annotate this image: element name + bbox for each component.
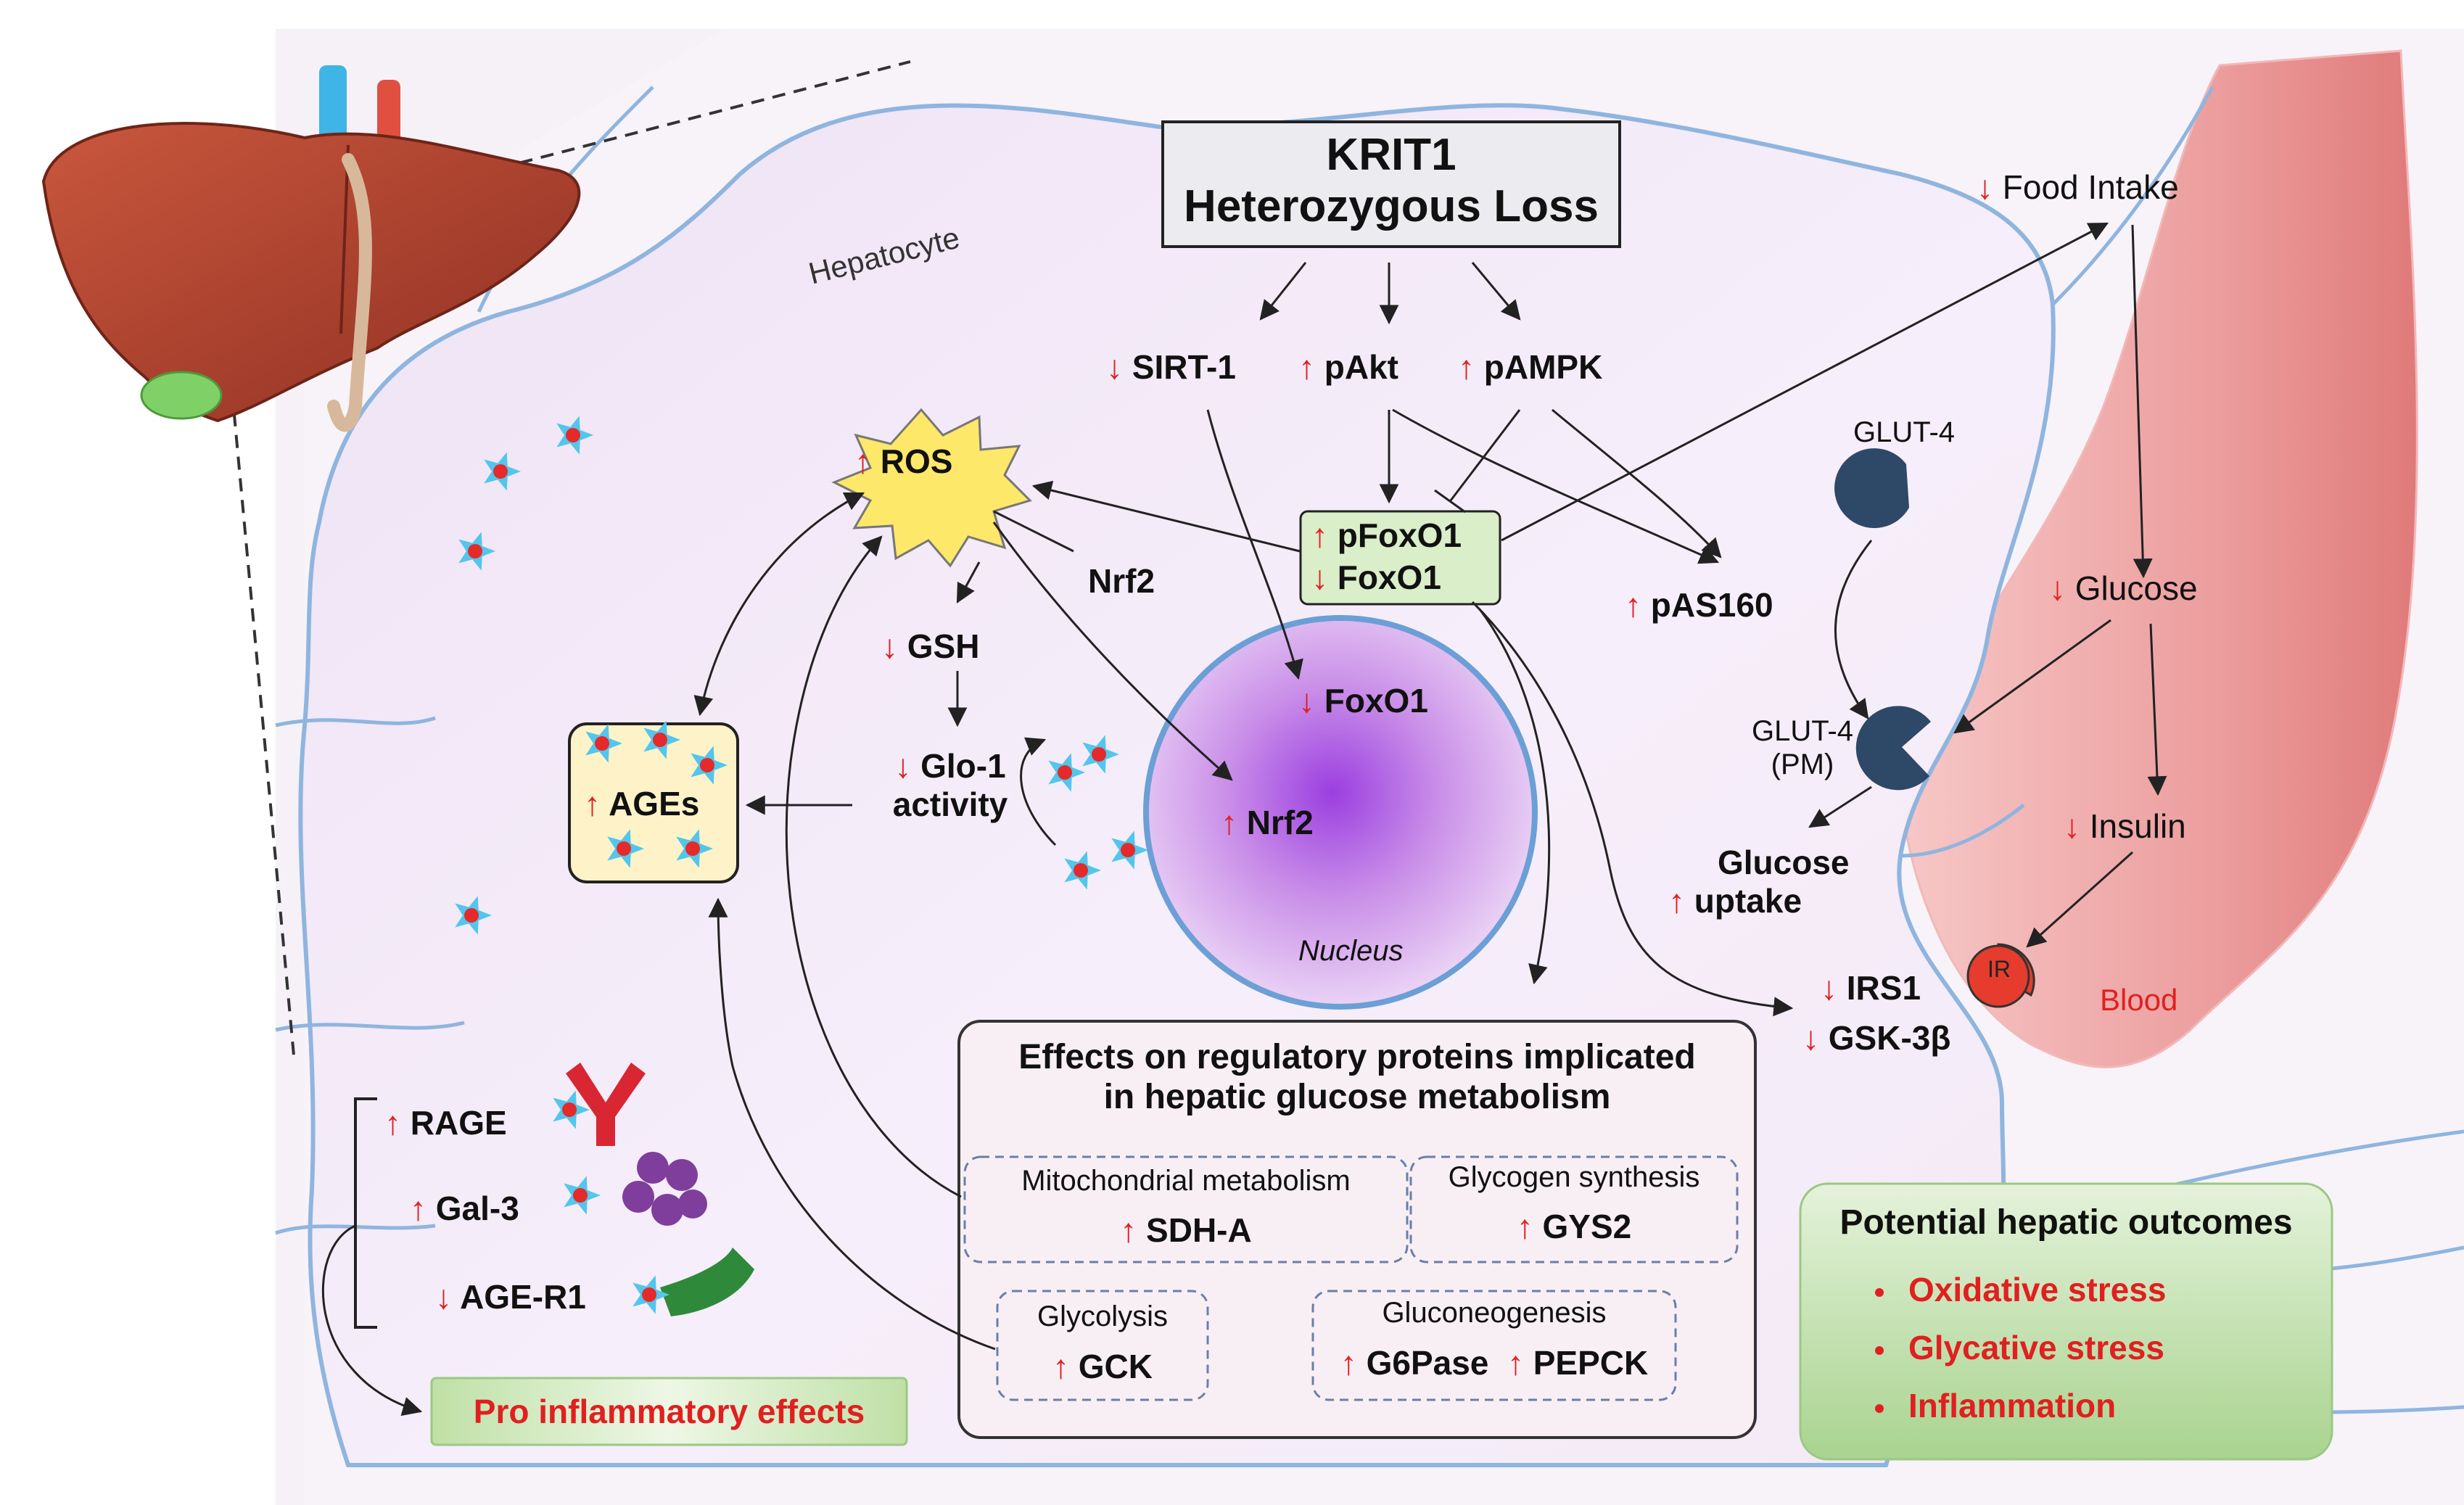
age-molecule-icon <box>1064 851 1101 890</box>
age-molecule-icon <box>607 829 644 868</box>
age-molecule-icon <box>676 829 713 868</box>
sirt1-label: ↓ SIRT-1 <box>1106 348 1236 386</box>
gal3-label: ↑ Gal-3 <box>410 1189 519 1227</box>
foxo1-nucleus-label: ↓ FoxO1 <box>1298 682 1428 719</box>
pro-inflammatory-label: Pro inflammatory effects <box>473 1393 865 1430</box>
age-molecule-icon <box>1111 830 1148 870</box>
pfoxo1-label: ↑ pFoxO1 <box>1311 516 1462 554</box>
foxo1-label: ↓ FoxO1 <box>1311 558 1441 596</box>
krit1-title: KRIT1 Heterozygous Loss <box>1184 130 1599 232</box>
glut4-pm-label: GLUT-4 (PM) <box>1751 715 1854 780</box>
insulin-receptor-icon <box>1966 943 2035 1008</box>
outcome-item: Oxidative stress <box>1875 1271 2166 1309</box>
gluconeo-enzymes-label: ↑ G6Pase ↑ PEPCK <box>1340 1344 1649 1382</box>
age-molecule-icon <box>455 896 492 935</box>
ir-label: IR <box>1987 956 2011 982</box>
age-molecule-icon <box>484 452 521 491</box>
age-molecule-icon <box>585 724 622 763</box>
age-molecule-icon <box>1082 735 1119 774</box>
pampk-label: ↑ pAMPK <box>1458 348 1603 386</box>
liver-icon <box>41 65 581 432</box>
glucose-uptake-label: Glucose ↑ uptake <box>1668 844 1850 920</box>
age-molecule-icon <box>633 1275 669 1314</box>
age-molecule-icon <box>1048 753 1085 792</box>
outcomes-title: Potential hepatic outcomes <box>1839 1203 2293 1242</box>
pakt-label: ↑ pAkt <box>1298 348 1399 386</box>
ages-label: ↑ AGEs <box>584 785 700 822</box>
outcome-item: Glycative stress <box>1875 1329 2164 1367</box>
ros-label: ↑ ROS <box>854 442 953 480</box>
effects-title: Effects on regulatory proteins implicate… <box>1018 1038 1696 1117</box>
mito-label: Mitochondrial metabolism <box>1021 1165 1351 1197</box>
age-molecule-icon <box>564 1176 601 1215</box>
gsk3b-label: ↓ GSK-3β <box>1802 1019 1951 1057</box>
nrf2-cytoplasm-label: Nrf2 <box>1088 562 1155 600</box>
rage-label: ↑ RAGE <box>384 1104 507 1142</box>
age-molecule-icon <box>556 416 593 455</box>
glut4-label: GLUT-4 <box>1853 416 1956 448</box>
gys2-label: ↑ GYS2 <box>1516 1208 1632 1245</box>
pas160-label: ↑ pAS160 <box>1625 586 1773 624</box>
glut4-pacman-icon <box>1834 448 1909 529</box>
gsh-label: ↓ GSH <box>881 627 980 665</box>
glucose-blood-label: ↓ Glucose <box>2049 569 2198 607</box>
ager1-label: ↓ AGE-R1 <box>435 1278 586 1316</box>
ager1-receptor-icon <box>660 1248 754 1316</box>
glut4-pacman-icon <box>1855 706 1931 791</box>
outcome-item: Inflammation <box>1875 1387 2116 1425</box>
blood-label: Blood <box>2100 983 2178 1017</box>
insulin-label: ↓ Insulin <box>2064 807 2186 845</box>
glo1-label: ↓ Glo-1 activity <box>892 747 1008 823</box>
gluconeo-label: Gluconeogenesis <box>1382 1297 1607 1329</box>
irs1-label: ↓ IRS1 <box>1821 969 1921 1007</box>
sdha-label: ↑ SDH-A <box>1120 1211 1252 1249</box>
nucleus-label: Nucleus <box>1298 935 1404 967</box>
gal3-receptor-icon <box>622 1152 707 1226</box>
age-molecule-icon <box>458 532 495 571</box>
glycogen-label: Glycogen synthesis <box>1448 1161 1700 1193</box>
food-intake-label: ↓ Food Intake <box>1977 168 2179 206</box>
age-molecule-icon <box>553 1090 590 1129</box>
age-molecule-icon <box>691 746 728 785</box>
gck-label: ↑ GCK <box>1052 1348 1153 1385</box>
glycolysis-label: Glycolysis <box>1037 1300 1169 1332</box>
age-molecule-icon <box>643 720 680 759</box>
rage-receptor-icon <box>566 1063 646 1146</box>
nrf2-nucleus-label: ↑ Nrf2 <box>1221 804 1314 841</box>
